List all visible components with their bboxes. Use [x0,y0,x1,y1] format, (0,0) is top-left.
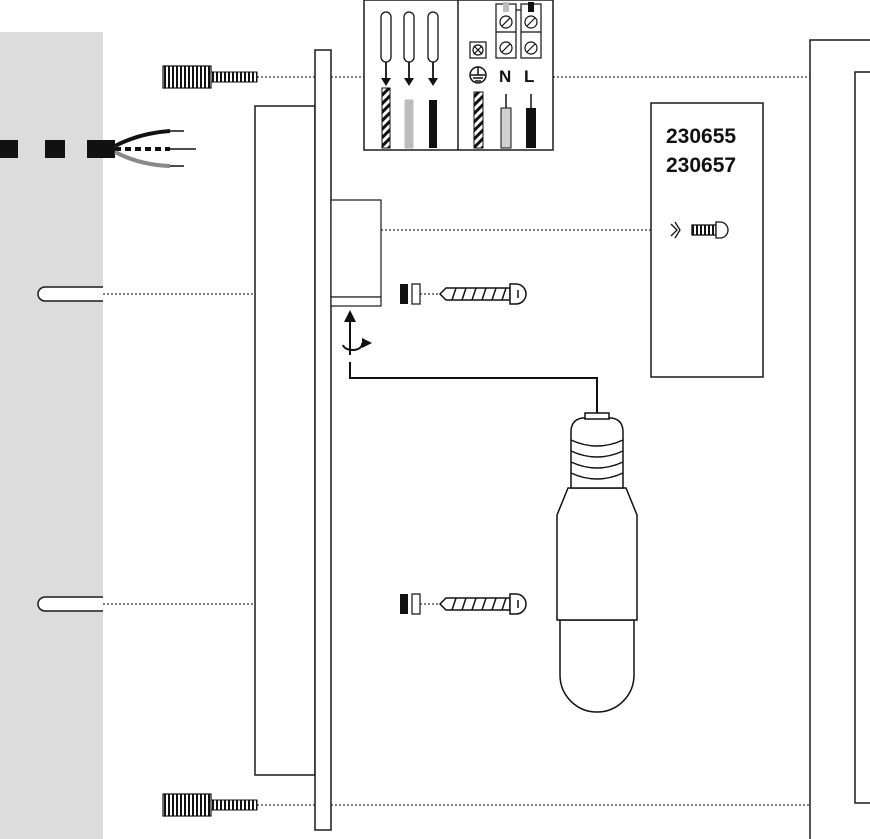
wire-slot-icon [380,11,439,63]
outer-cover [809,39,870,839]
neutral-label: N [499,67,511,86]
wall [0,32,103,839]
screw-terminal-icon [469,3,542,59]
mounting-plate [314,49,332,831]
product-code-1: 230655 [666,125,736,148]
bulb-icon [556,412,638,713]
screw-icon [438,283,527,615]
wall-plug-icon [37,286,103,612]
washer-icon [400,283,421,615]
product-card [650,102,764,378]
lamp-holder [330,199,382,307]
earth-ground-icon [469,66,487,84]
live-label: L [524,67,534,86]
cable-icon [0,129,196,168]
terminal-box: N L [363,0,554,151]
wall-anchor-icon [162,65,258,817]
rotate-arrow-icon [342,310,598,415]
panel-screw-icon [670,221,729,239]
base-frame [254,105,316,776]
product-code-2: 230657 [666,154,736,177]
alignment-lines [103,76,810,806]
